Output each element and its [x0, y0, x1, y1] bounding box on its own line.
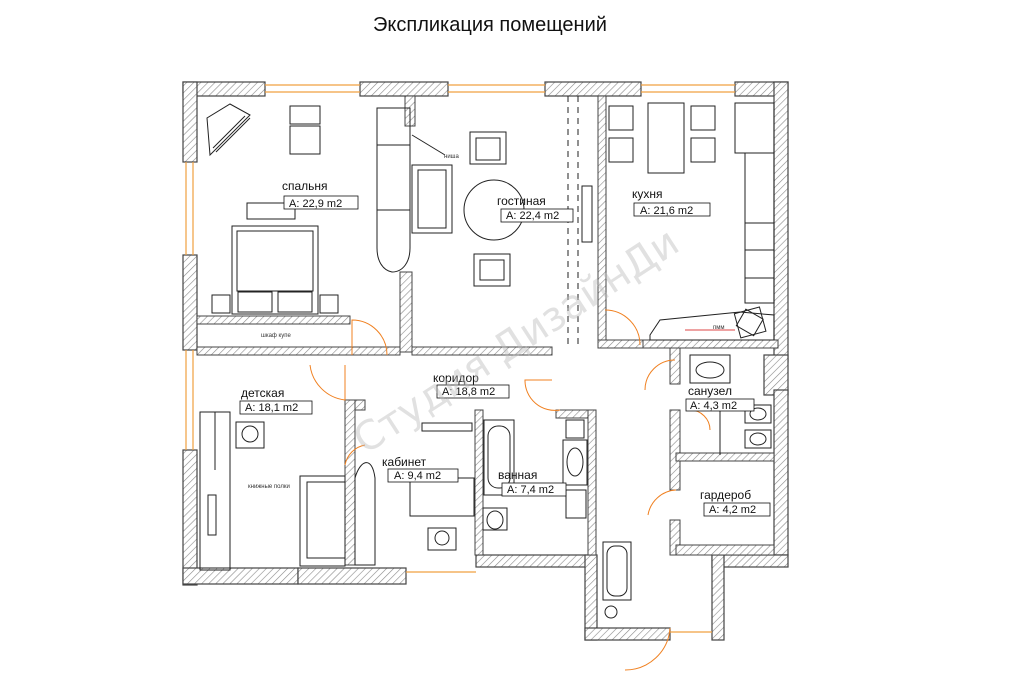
room-area: А: 22,9 m2	[289, 198, 342, 210]
room-name: кухня	[632, 187, 663, 201]
room-corridor: коридор А: 18,8 m2	[433, 371, 510, 399]
room-living: гостиная А: 22,4 m2	[497, 194, 574, 223]
room-name: детская	[241, 386, 284, 400]
room-area: А: 22,4 m2	[506, 210, 559, 222]
study-furniture	[354, 422, 475, 566]
balcony-fixtures	[602, 541, 632, 619]
room-area: А: 7,4 m2	[507, 484, 554, 496]
kids-room-furniture	[199, 411, 346, 571]
room-dressing: гардероб А: 4,2 m2	[700, 488, 771, 517]
room-labels: спальня А: 22,9 m2 гостиная А: 22,4 m2 к…	[239, 179, 771, 517]
bedroom-furniture	[206, 103, 339, 315]
room-wc: санузел А: 4,3 m2	[685, 384, 755, 412]
room-kids: детская А: 18,1 m2	[239, 386, 313, 415]
room-name: санузел	[688, 384, 732, 398]
room-bedroom: спальня А: 22,9 m2	[282, 179, 359, 210]
doors	[309, 309, 711, 671]
bathroom-fixtures	[482, 419, 588, 531]
niche-label: ниша	[444, 154, 459, 160]
room-name: спальня	[282, 179, 328, 193]
plan-title: Экспликация помещений	[373, 14, 607, 36]
room-area: А: 4,3 m2	[690, 400, 737, 412]
room-name: ванная	[498, 468, 537, 482]
room-area: А: 21,6 m2	[640, 205, 693, 217]
room-area: А: 18,1 m2	[245, 402, 298, 414]
room-name: гостиная	[497, 194, 546, 208]
room-bathroom: ванная А: 7,4 m2	[498, 468, 567, 497]
room-area: А: 18,8 m2	[442, 386, 495, 398]
room-name: гардероб	[700, 488, 751, 502]
room-area: А: 4,2 m2	[709, 504, 756, 516]
dishwasher-label: пмм	[713, 325, 725, 331]
windows	[185, 84, 735, 633]
room-kitchen: кухня А: 21,6 m2	[632, 187, 711, 217]
outer-walls	[182, 81, 789, 641]
room-area: А: 9,4 m2	[394, 470, 441, 482]
room-study: кабинет А: 9,4 m2	[382, 455, 459, 483]
wardrobe-label: шкаф купе	[261, 333, 291, 339]
kitchen-furniture	[608, 102, 775, 341]
room-name: кабинет	[382, 455, 427, 469]
room-name: коридор	[433, 371, 479, 385]
bookshelves-label: книжные полки	[248, 484, 290, 490]
